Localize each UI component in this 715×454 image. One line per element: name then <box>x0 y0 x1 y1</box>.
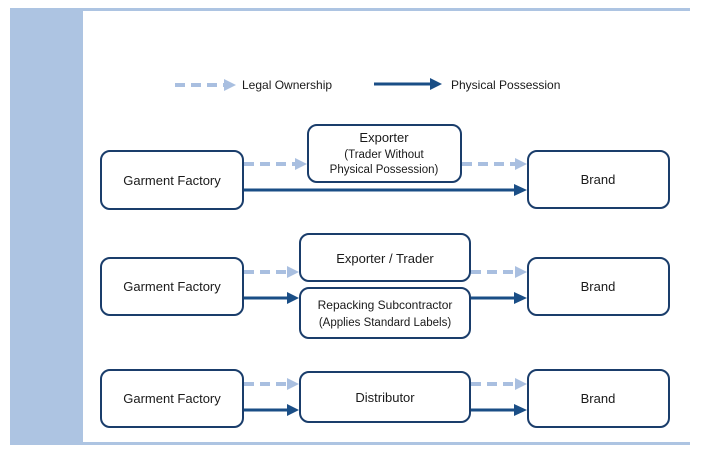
exporter-label: Exporter <box>359 130 409 145</box>
exporter-trader-box <box>299 233 471 282</box>
row-1: Garment Factory Exporter (Trader Without… <box>100 124 670 210</box>
brand-label: Brand <box>581 172 616 187</box>
physical-possession-arrowhead <box>287 292 299 304</box>
garment-factory-label: Garment Factory <box>123 173 221 188</box>
row-2: Garment Factory Exporter / Trader Repack… <box>100 233 670 339</box>
physical-possession-arrowhead <box>514 184 527 196</box>
distributor-label: Distributor <box>355 390 415 405</box>
physical-possession-arrowhead <box>287 404 299 416</box>
exporter-trader-label: Exporter / Trader <box>336 251 434 266</box>
brand-box <box>527 150 670 209</box>
repacking-subcontractor-sublabel: (Applies Standard Labels) <box>319 317 451 329</box>
distributor-box <box>299 371 471 423</box>
side-bar <box>10 9 83 444</box>
exporter-sublabel-2: Physical Possession) <box>330 164 439 176</box>
legal-ownership-arrowhead <box>515 266 527 278</box>
row-3: Garment Factory Distributor Brand <box>100 369 670 428</box>
brand-box <box>527 369 670 428</box>
brand-label: Brand <box>581 279 616 294</box>
physical-possession-arrowhead <box>514 292 527 304</box>
legend: Legal Ownership Physical Possession <box>175 78 560 92</box>
legal-ownership-arrowhead <box>295 158 307 170</box>
legend-physical-possession-label: Physical Possession <box>451 78 560 92</box>
legend-dashed-arrowhead <box>224 79 236 91</box>
exporter-box <box>307 124 462 183</box>
garment-factory-box <box>100 369 244 428</box>
garment-factory-label: Garment Factory <box>123 279 221 294</box>
legend-legal-ownership-label: Legal Ownership <box>242 78 332 92</box>
physical-possession-arrowhead <box>514 404 527 416</box>
brand-box <box>527 257 670 316</box>
garment-factory-box <box>100 257 244 316</box>
exporter-sublabel-1: (Trader Without <box>344 149 424 161</box>
legal-ownership-arrowhead <box>515 158 527 170</box>
repacking-subcontractor-label: Repacking Subcontractor <box>318 298 453 312</box>
brand-label: Brand <box>581 391 616 406</box>
garment-factory-label: Garment Factory <box>123 391 221 406</box>
legal-ownership-arrowhead <box>287 266 299 278</box>
legend-solid-arrowhead <box>430 78 442 90</box>
top-rule <box>10 8 690 11</box>
legal-ownership-arrowhead <box>287 378 299 390</box>
legal-ownership-arrowhead <box>515 378 527 390</box>
repacking-subcontractor-box <box>299 287 471 339</box>
bottom-rule <box>10 442 690 445</box>
garment-factory-box <box>100 150 244 210</box>
